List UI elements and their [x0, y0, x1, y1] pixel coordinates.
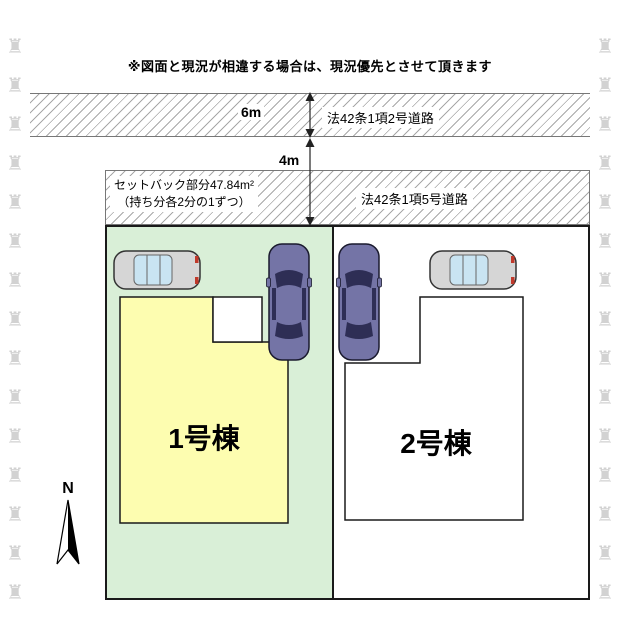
watermark-strip-left: ♜ ♜ ♜ ♜ ♜ ♜ ♜ ♜ ♜ ♜ ♜ ♜ ♜ ♜ ♜ — [6, 36, 24, 604]
building-2-outline — [344, 296, 524, 521]
road-6m-name-label: 法42条1項2号道路 — [322, 107, 439, 128]
dimension-arrow-6m-icon — [305, 92, 315, 138]
compass: N — [40, 480, 96, 575]
building-1-porch — [212, 296, 263, 343]
setback-note-line1: セットバック部分47.84m² — [114, 178, 255, 192]
setback-note-line2: （持ち分各2分の1ずつ） — [117, 194, 251, 209]
car-topview-navy-left-icon — [266, 243, 312, 361]
disclaimer-text: ※図面と現況が相違する場合は、現況優先とさせて頂きます — [127, 59, 493, 74]
car-topview-navy-right-icon — [336, 243, 382, 361]
setback-note: セットバック部分47.84m² （持ち分各2分の1ずつ） — [110, 176, 259, 212]
road-6m-width-label: 6m — [238, 104, 265, 120]
car-topview-grey-left-icon — [113, 250, 201, 290]
building-2-footprint — [344, 296, 524, 521]
road-4m-width-label: 4m — [276, 152, 303, 168]
building-1-label: 1号棟 — [168, 423, 240, 454]
compass-n-label: N — [62, 480, 74, 497]
building-1-outline — [119, 296, 289, 524]
north-arrow-icon — [56, 499, 80, 565]
watermark-strip-right: ♜ ♜ ♜ ♜ ♜ ♜ ♜ ♜ ♜ ♜ ♜ ♜ ♜ ♜ ♜ — [596, 36, 614, 604]
building-2-label: 2号棟 — [400, 428, 472, 459]
car-topview-grey-right-icon — [429, 250, 517, 290]
dimension-arrow-4m-icon — [305, 138, 315, 226]
road-4m-name-label: 法42条1項5号道路 — [356, 188, 473, 209]
building-1-footprint — [119, 296, 289, 524]
